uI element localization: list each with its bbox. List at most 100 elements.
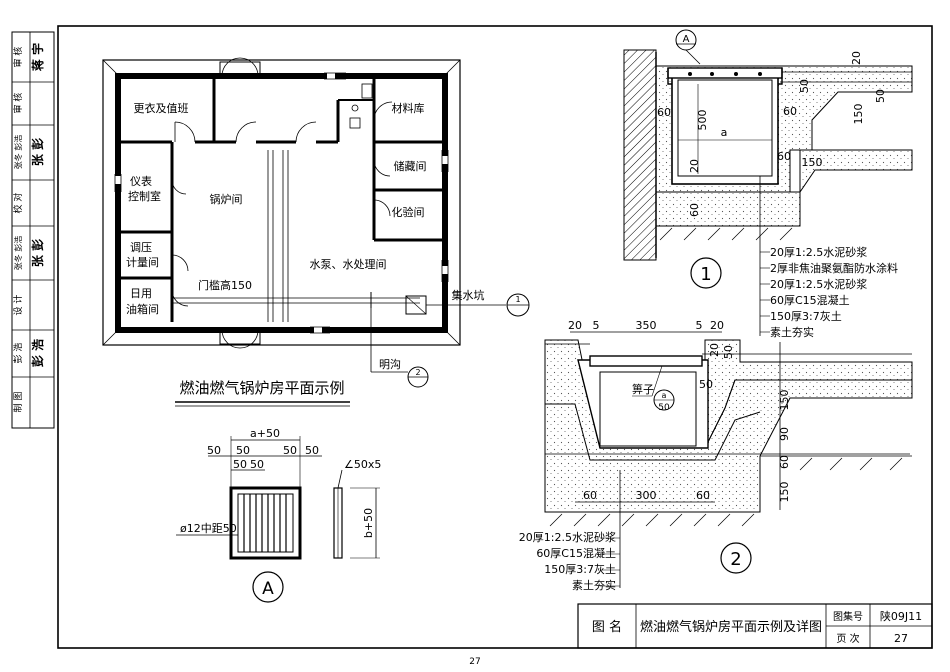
- title-page-label: 页 次: [836, 632, 859, 645]
- d2-dim-r60: 60: [778, 455, 791, 469]
- callout-trench: 明沟: [379, 358, 401, 371]
- sidebar-role-4: 校 对: [12, 193, 24, 214]
- grate-detail-a: a+50 50 50 50 50 50 50 ∠50x5 b: [176, 427, 381, 603]
- d1-dim-60c: 60: [783, 105, 797, 118]
- room-pressure-2: 计量间: [126, 256, 159, 269]
- d1-layer-6: 素土夯实: [770, 325, 814, 339]
- room-locker: 更衣及值班: [134, 101, 189, 115]
- callout-trench-ref: 2: [415, 368, 420, 377]
- d2-dim-t20a: 20: [568, 319, 582, 332]
- title-atlas-label: 图集号: [833, 610, 863, 623]
- sidebar-role-5: 张冬 彭浩: [13, 236, 23, 271]
- d2-dim-r150: 150: [778, 390, 791, 411]
- room-boiler: 锅炉间: [210, 193, 243, 206]
- grate-frame: [229, 486, 302, 560]
- sidebar-role-2: 审 核: [12, 93, 24, 114]
- room-oil-1: 日用: [130, 287, 152, 300]
- d2-dim-b300: 300: [636, 489, 657, 502]
- d1-dim-20b: 20: [688, 159, 701, 173]
- d2-dim-r50b: 50: [699, 378, 713, 391]
- d2-dim-t5a: 5: [593, 319, 600, 332]
- footer-page-number: 27: [469, 657, 480, 667]
- sidebar-role-3: 张冬 彭浩: [13, 135, 23, 170]
- grate-dim-50-d: 50: [250, 458, 264, 471]
- d1-layer-3: 20厚1:2.5水泥砂浆: [770, 277, 867, 291]
- d2-dim-r20: 20: [708, 343, 721, 357]
- room-pressure-1: 调压: [130, 241, 152, 254]
- d2-grate-label: 箅子: [632, 382, 654, 396]
- room-material: 材料库: [392, 101, 425, 115]
- boiler-room-plan: 更衣及值班 材料库 储藏间 化验间 仪表 控制室 锅炉间 调压 计量间 日用 油…: [102, 57, 530, 407]
- sidebar-sign-3: 张 彭: [30, 138, 45, 166]
- title-block: 图 名 燃油燃气锅炉房平面示例及详图 图集号 陕09J11 页 次 27: [577, 603, 933, 649]
- detail-1-sump-section: A 20 50 60 500 a 20 60 150 60 150 50 60 …: [623, 29, 913, 339]
- plan-title: 燃油燃气锅炉房平面示例: [179, 379, 344, 397]
- d2-layer-3: 150厚3:7灰土: [544, 562, 616, 576]
- d1-dim-500: 500: [696, 110, 709, 131]
- sidebar-sign-7: 彭 浩: [30, 339, 45, 367]
- detail2-number: 2: [730, 549, 741, 570]
- signature-column: 审 核 蒋 宇 审 核 张冬 彭浩 张 彭 校 对 张冬 彭浩 张 彭 设 计 …: [11, 31, 55, 429]
- room-oil-2: 油箱间: [126, 302, 159, 316]
- d2-layer-1: 20厚1:2.5水泥砂浆: [519, 530, 616, 544]
- title-name-label: 图 名: [592, 619, 622, 635]
- title-page: 27: [894, 632, 908, 645]
- d2-dim-r50: 50: [722, 345, 735, 359]
- sidebar-role-1: 审 核: [12, 47, 24, 68]
- d1-dim-a: a: [721, 126, 728, 139]
- d2-dim-b60b: 60: [696, 489, 710, 502]
- d2-grate-ref-bottom: 50: [658, 403, 670, 413]
- detail1-number: 1: [700, 264, 711, 285]
- room-instrument-2: 控制室: [128, 189, 161, 203]
- sidebar-role-8: 制 图: [12, 392, 24, 413]
- title-name: 燃油燃气锅炉房平面示例及详图: [640, 619, 822, 635]
- d2-dim-r150b: 150: [778, 482, 791, 503]
- grate-dim-50-right: 50: [305, 444, 319, 457]
- d1-layer-4: 60厚C15混凝土: [770, 293, 850, 307]
- callout-sump: 集水坑: [452, 288, 485, 302]
- sidebar-role-6: 设 计: [12, 295, 24, 316]
- d2-dim-t5b: 5: [696, 319, 703, 332]
- d1-layer-1: 20厚1:2.5水泥砂浆: [770, 245, 867, 259]
- room-storage: 储藏间: [394, 159, 427, 173]
- d1-dim-20: 20: [850, 51, 863, 65]
- room-pump: 水泵、水处理间: [310, 258, 387, 271]
- d2-grate-ref-top: a: [662, 391, 667, 400]
- d1-layer-2: 2厚非焦油聚氨酯防水涂料: [770, 261, 898, 275]
- sidebar-sign-5: 张 彭: [30, 239, 45, 267]
- sidebar-role-7: 彭 浩: [12, 343, 24, 364]
- d1-dim-60d: 60: [688, 203, 701, 217]
- grate-detail-label: A: [262, 579, 274, 599]
- grate-dim-50-b: 50: [283, 444, 297, 457]
- d1-dim-50a: 50: [798, 79, 811, 93]
- sheet-border: [57, 25, 933, 649]
- d2-dim-t20b: 20: [710, 319, 724, 332]
- grate-dim-50-left: 50: [207, 444, 221, 457]
- grate-angle-label: ∠50x5: [344, 458, 381, 471]
- grate-dim-side: b+50: [362, 508, 375, 538]
- d2-dim-t350: 350: [636, 319, 657, 332]
- d1-dim-150v: 150: [852, 104, 865, 125]
- grate-rod-label: ø12中距50: [180, 522, 237, 535]
- title-atlas: 陕09J11: [880, 609, 922, 623]
- d1-dim-150: 150: [802, 156, 823, 169]
- d2-dim-b60a: 60: [583, 489, 597, 502]
- room-lab: 化验间: [392, 205, 425, 219]
- sidebar-sign-1: 蒋 宇: [30, 43, 45, 71]
- callout-sump-ref: 1: [515, 295, 520, 304]
- label-sill: 门槛高150: [198, 278, 252, 292]
- d1-dim-50b: 50: [874, 89, 887, 103]
- d2-layer-2: 60厚C15混凝土: [536, 546, 616, 560]
- grate-dim-top: a+50: [250, 427, 280, 440]
- d1-dim-60b: 60: [777, 150, 791, 163]
- detail1-ref: A: [683, 34, 690, 45]
- grate-bars: [237, 493, 294, 553]
- detail-2-trench-section: 20 5 350 5 20 20 50 50 150 90 60 150 60 …: [519, 319, 913, 592]
- d1-layer-5: 150厚3:7灰土: [770, 309, 842, 323]
- room-instrument-1: 仪表: [130, 174, 152, 188]
- d1-dim-60a: 60: [657, 106, 671, 119]
- grate-dim-50-a: 50: [236, 444, 250, 457]
- d2-layer-4: 素土夯实: [572, 578, 616, 592]
- d2-dim-r90: 90: [778, 427, 791, 441]
